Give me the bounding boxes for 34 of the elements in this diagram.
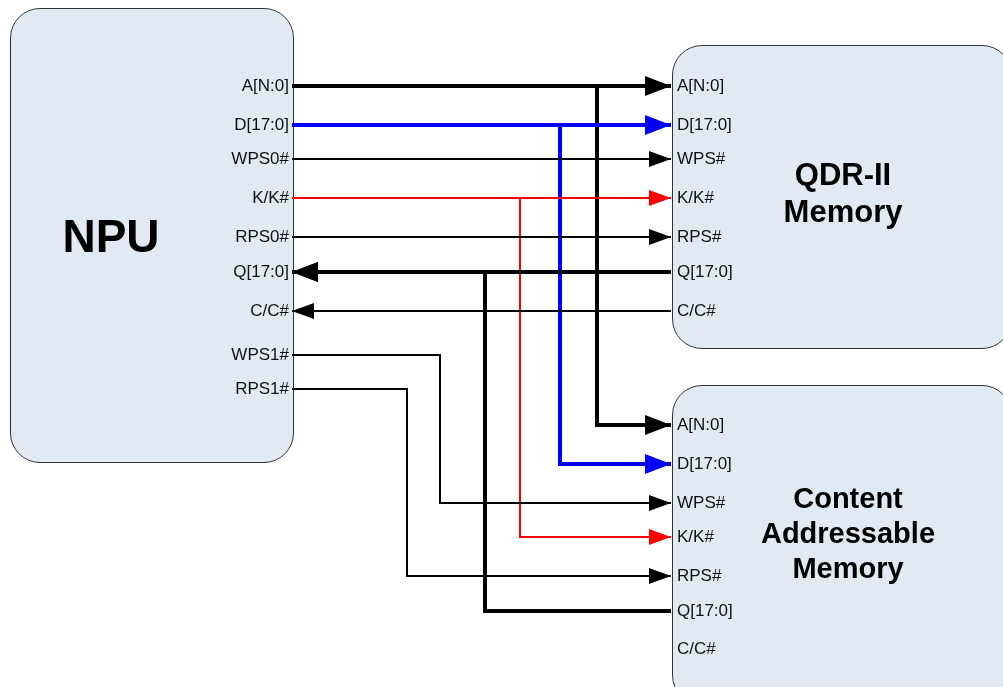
pin-label: Q[17:0]	[233, 262, 289, 282]
pin-label: RPS1#	[235, 379, 289, 399]
pin-label: A[N:0]	[241, 76, 289, 96]
pin-label: RPS#	[677, 566, 722, 586]
signal-line	[291, 229, 672, 245]
pin-label: K/K#	[252, 188, 289, 208]
pin-label: WPS#	[677, 493, 726, 513]
signal-line	[291, 303, 672, 319]
pin-label: WPS#	[677, 149, 726, 169]
pin-label: D[17:0]	[234, 115, 289, 135]
pin-label: WPS1#	[231, 345, 289, 365]
pin-label: C/C#	[677, 639, 716, 659]
pin-label: Q[17:0]	[677, 601, 733, 621]
pin-label: K/K#	[677, 527, 714, 547]
pin-label: K/K#	[677, 188, 714, 208]
pin-label: WPS0#	[231, 149, 289, 169]
pin-label: C/C#	[250, 301, 289, 321]
pin-label: RPS0#	[235, 227, 289, 247]
chip-block	[672, 45, 1003, 349]
block-title: Content Addressable Memory	[759, 481, 937, 586]
block-title: QDR-II Memory	[782, 156, 904, 231]
signal-line	[291, 151, 672, 167]
pin-label: Q[17:0]	[677, 262, 733, 282]
chip-block	[10, 8, 294, 463]
pin-label: C/C#	[677, 301, 716, 321]
pin-label: RPS#	[677, 227, 722, 247]
pin-label: D[17:0]	[677, 454, 732, 474]
pin-label: A[N:0]	[677, 415, 725, 435]
pin-label: D[17:0]	[677, 115, 732, 135]
pin-label: A[N:0]	[677, 76, 725, 96]
signal-line	[291, 388, 672, 584]
block-title: NPU	[61, 209, 161, 264]
chip-block	[672, 385, 1003, 687]
signal-line	[291, 354, 672, 511]
